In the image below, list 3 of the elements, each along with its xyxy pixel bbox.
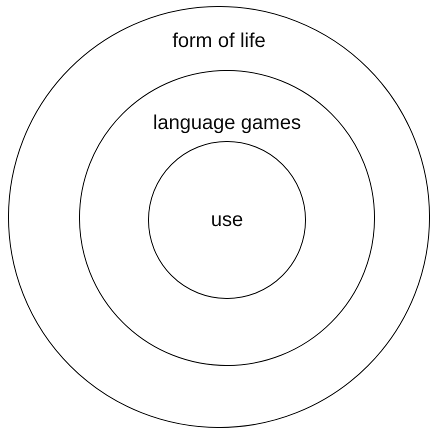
circle-label: use: [210, 208, 244, 232]
circle-label: language games: [152, 111, 302, 135]
circle-label: form of life: [171, 29, 267, 53]
